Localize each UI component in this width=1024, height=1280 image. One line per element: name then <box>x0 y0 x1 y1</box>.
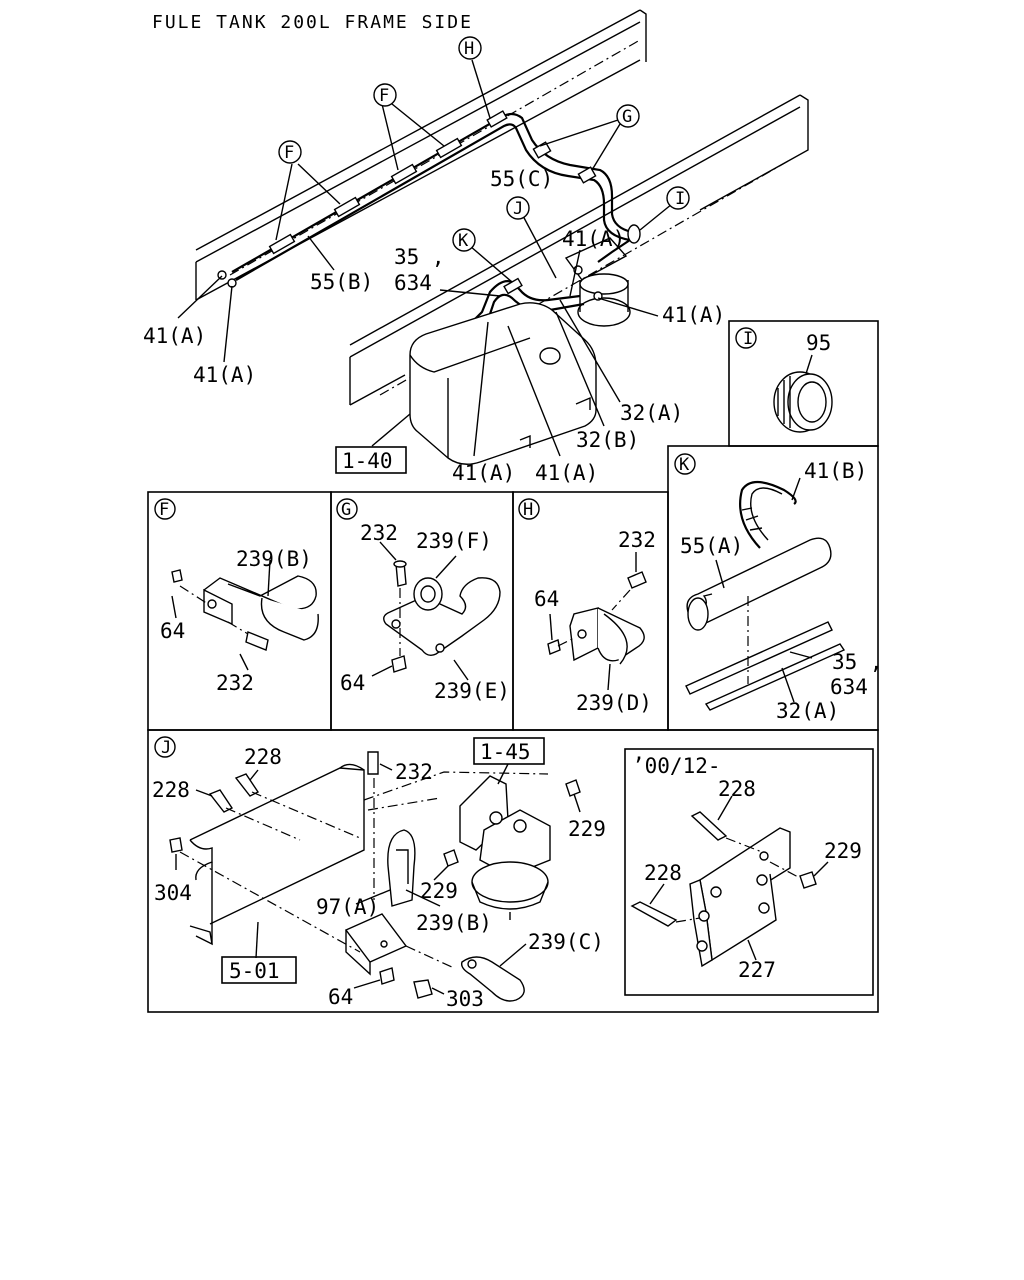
fuel-tank <box>409 302 597 465</box>
svg-text:F: F <box>284 143 294 163</box>
label-55a: 55(A) <box>680 534 743 558</box>
fuel-filter-assembly <box>564 237 631 327</box>
callout-j: J <box>506 196 530 220</box>
svg-text:5-01: 5-01 <box>229 959 280 983</box>
label-634: 634 <box>394 271 432 295</box>
label-228-left: 228 <box>152 778 190 802</box>
label-41a-left-2: 41(A) <box>193 363 256 387</box>
label-634: 634 <box>830 675 868 699</box>
label-239d: 239(D) <box>576 691 652 715</box>
callout-i: I <box>666 186 690 210</box>
ref-box-1-45: 1-45 <box>473 737 545 765</box>
svg-text:F: F <box>379 86 389 106</box>
svg-text:H: H <box>523 500 533 520</box>
label-41a-upper-filter: 41(A) <box>562 227 625 251</box>
svg-text:G: G <box>622 107 632 127</box>
lower-frame-rail <box>349 94 809 406</box>
label-232: 232 <box>395 760 433 784</box>
panel-i-grommet: I 95 <box>728 320 879 447</box>
svg-text:K: K <box>679 455 690 475</box>
label-95: 95 <box>806 331 831 355</box>
label-35: 35 , <box>832 650 883 674</box>
label-239e: 239(E) <box>434 679 510 703</box>
diagram-title: FULE TANK 200L FRAME SIDE <box>152 12 473 33</box>
panel-h-clip: H 232 64 239(D) <box>512 491 669 731</box>
panel-j-filter-mount: J <box>147 729 879 1013</box>
label-229: 229 <box>824 839 862 863</box>
main-assembly-view: H F F G I J K 55(C) 55(B) 35 , 634 <box>143 9 809 485</box>
svg-text:H: H <box>464 39 474 59</box>
callout-g: G <box>616 104 640 128</box>
panel-k-protector: K 41(B) 55(A) 35 , 634 32(A) <box>667 445 883 731</box>
panel-g-clip: G 232 239(F) 64 239(E) <box>330 491 514 731</box>
label-41a-tank-1: 41(A) <box>452 461 515 485</box>
label-232: 232 <box>360 521 398 545</box>
label-41b: 41(B) <box>804 459 867 483</box>
label-55b: 55(B) <box>310 270 373 294</box>
fuel-pipe-run <box>217 110 633 288</box>
label-41a-right-filter: 41(A) <box>662 303 725 327</box>
callout-h: H <box>458 36 482 60</box>
grommet-95 <box>627 224 641 244</box>
label-303: 303 <box>446 987 484 1011</box>
svg-text:G: G <box>341 500 351 520</box>
panel-f-clip: F 239(B) 64 232 <box>147 491 332 731</box>
label-64: 64 <box>534 587 559 611</box>
svg-text:I: I <box>743 329 753 349</box>
label-232: 232 <box>216 671 254 695</box>
label-64: 64 <box>340 671 365 695</box>
label-228-upper: 228 <box>244 745 282 769</box>
label-227: 227 <box>738 958 776 982</box>
ref-box-1-40: 1-40 <box>335 446 407 474</box>
label-239f: 239(F) <box>416 529 492 553</box>
panel-inset-bracket-2000-12: ’00/12- 228 229 228 227 <box>624 748 874 996</box>
svg-text:K: K <box>458 231 469 251</box>
callout-f-lower: F <box>278 140 302 164</box>
svg-text:F: F <box>159 500 169 520</box>
callout-f-upper: F <box>373 83 397 107</box>
label-64: 64 <box>328 985 353 1009</box>
main-leader-lines <box>177 59 673 457</box>
label-41a-tank-2: 41(A) <box>535 461 598 485</box>
label-32a: 32(A) <box>776 699 839 723</box>
label-64: 64 <box>160 619 185 643</box>
label-32a: 32(A) <box>620 401 683 425</box>
label-55c: 55(C) <box>490 167 553 191</box>
inset-date: ’00/12- <box>632 754 721 778</box>
label-239b: 239(B) <box>416 911 492 935</box>
label-228-upper: 228 <box>718 777 756 801</box>
label-239b: 239(B) <box>236 547 312 571</box>
label-229-mid: 229 <box>420 879 458 903</box>
label-32b: 32(B) <box>576 428 639 452</box>
label-239c: 239(C) <box>528 930 604 954</box>
callout-k: K <box>452 228 476 252</box>
svg-text:J: J <box>513 199 523 219</box>
label-232: 232 <box>618 528 656 552</box>
label-35: 35 , <box>394 245 445 269</box>
label-41a-left-1: 41(A) <box>143 324 206 348</box>
svg-text:I: I <box>675 189 685 209</box>
ref-box-5-01: 5-01 <box>221 956 297 984</box>
label-228-lower: 228 <box>644 861 682 885</box>
svg-text:1-45: 1-45 <box>480 740 531 764</box>
label-304: 304 <box>154 881 192 905</box>
label-97a: 97(A) <box>316 895 379 919</box>
label-229-right: 229 <box>568 817 606 841</box>
svg-text:1-40: 1-40 <box>342 449 393 473</box>
svg-text:J: J <box>161 738 171 758</box>
